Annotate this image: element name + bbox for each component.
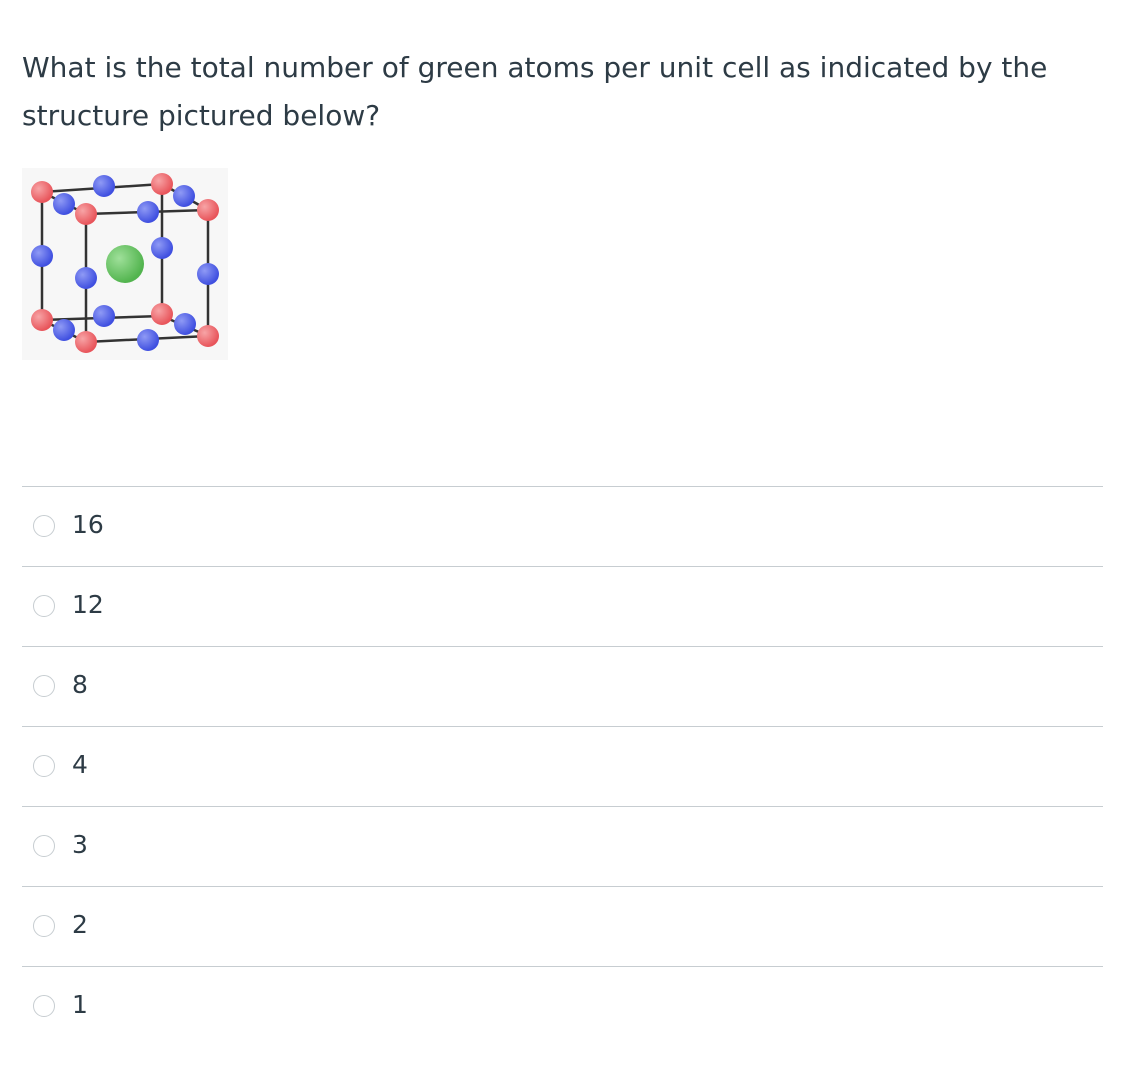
edge-atom — [53, 319, 75, 341]
answer-option[interactable]: 8 — [22, 646, 1103, 726]
corner-atom — [31, 309, 53, 331]
edge-atom — [137, 201, 159, 223]
answer-label: 2 — [72, 910, 88, 939]
edge-atom — [93, 175, 115, 197]
radio-button[interactable] — [33, 675, 55, 697]
edge-atom — [93, 305, 115, 327]
answer-option[interactable]: 16 — [22, 486, 1103, 566]
radio-button[interactable] — [33, 915, 55, 937]
unit-cell-structure-icon — [31, 173, 219, 353]
answer-label: 16 — [72, 510, 104, 539]
edge-atom — [31, 245, 53, 267]
answer-list: 16 12 8 4 3 2 1 — [22, 486, 1103, 1046]
answer-label: 12 — [72, 590, 104, 619]
radio-button[interactable] — [33, 835, 55, 857]
question-text: What is the total number of green atoms … — [22, 51, 1048, 132]
edge-atom — [151, 237, 173, 259]
edge-atom — [197, 263, 219, 285]
corner-atom — [75, 203, 97, 225]
radio-button[interactable] — [33, 595, 55, 617]
edge-atom — [137, 329, 159, 351]
answer-option[interactable]: 4 — [22, 726, 1103, 806]
corner-atom — [151, 173, 173, 195]
edge-atom — [173, 185, 195, 207]
answer-option[interactable]: 2 — [22, 886, 1103, 966]
center-green-atom — [106, 245, 144, 283]
corner-atom — [31, 181, 53, 203]
answer-option[interactable]: 3 — [22, 806, 1103, 886]
corner-atom — [197, 199, 219, 221]
radio-button[interactable] — [33, 515, 55, 537]
answer-option[interactable]: 12 — [22, 566, 1103, 646]
corner-atom — [197, 325, 219, 347]
edge-atom — [53, 193, 75, 215]
answer-label: 4 — [72, 750, 88, 779]
radio-button[interactable] — [33, 755, 55, 777]
answer-option[interactable]: 1 — [22, 966, 1103, 1046]
edge-atom — [75, 267, 97, 289]
answer-label: 3 — [72, 830, 88, 859]
edge-atom — [174, 313, 196, 335]
answer-label: 1 — [72, 990, 88, 1019]
answer-label: 8 — [72, 670, 88, 699]
radio-button[interactable] — [33, 995, 55, 1017]
corner-atom — [75, 331, 97, 353]
corner-atom — [151, 303, 173, 325]
unit-cell-figure — [22, 168, 228, 360]
